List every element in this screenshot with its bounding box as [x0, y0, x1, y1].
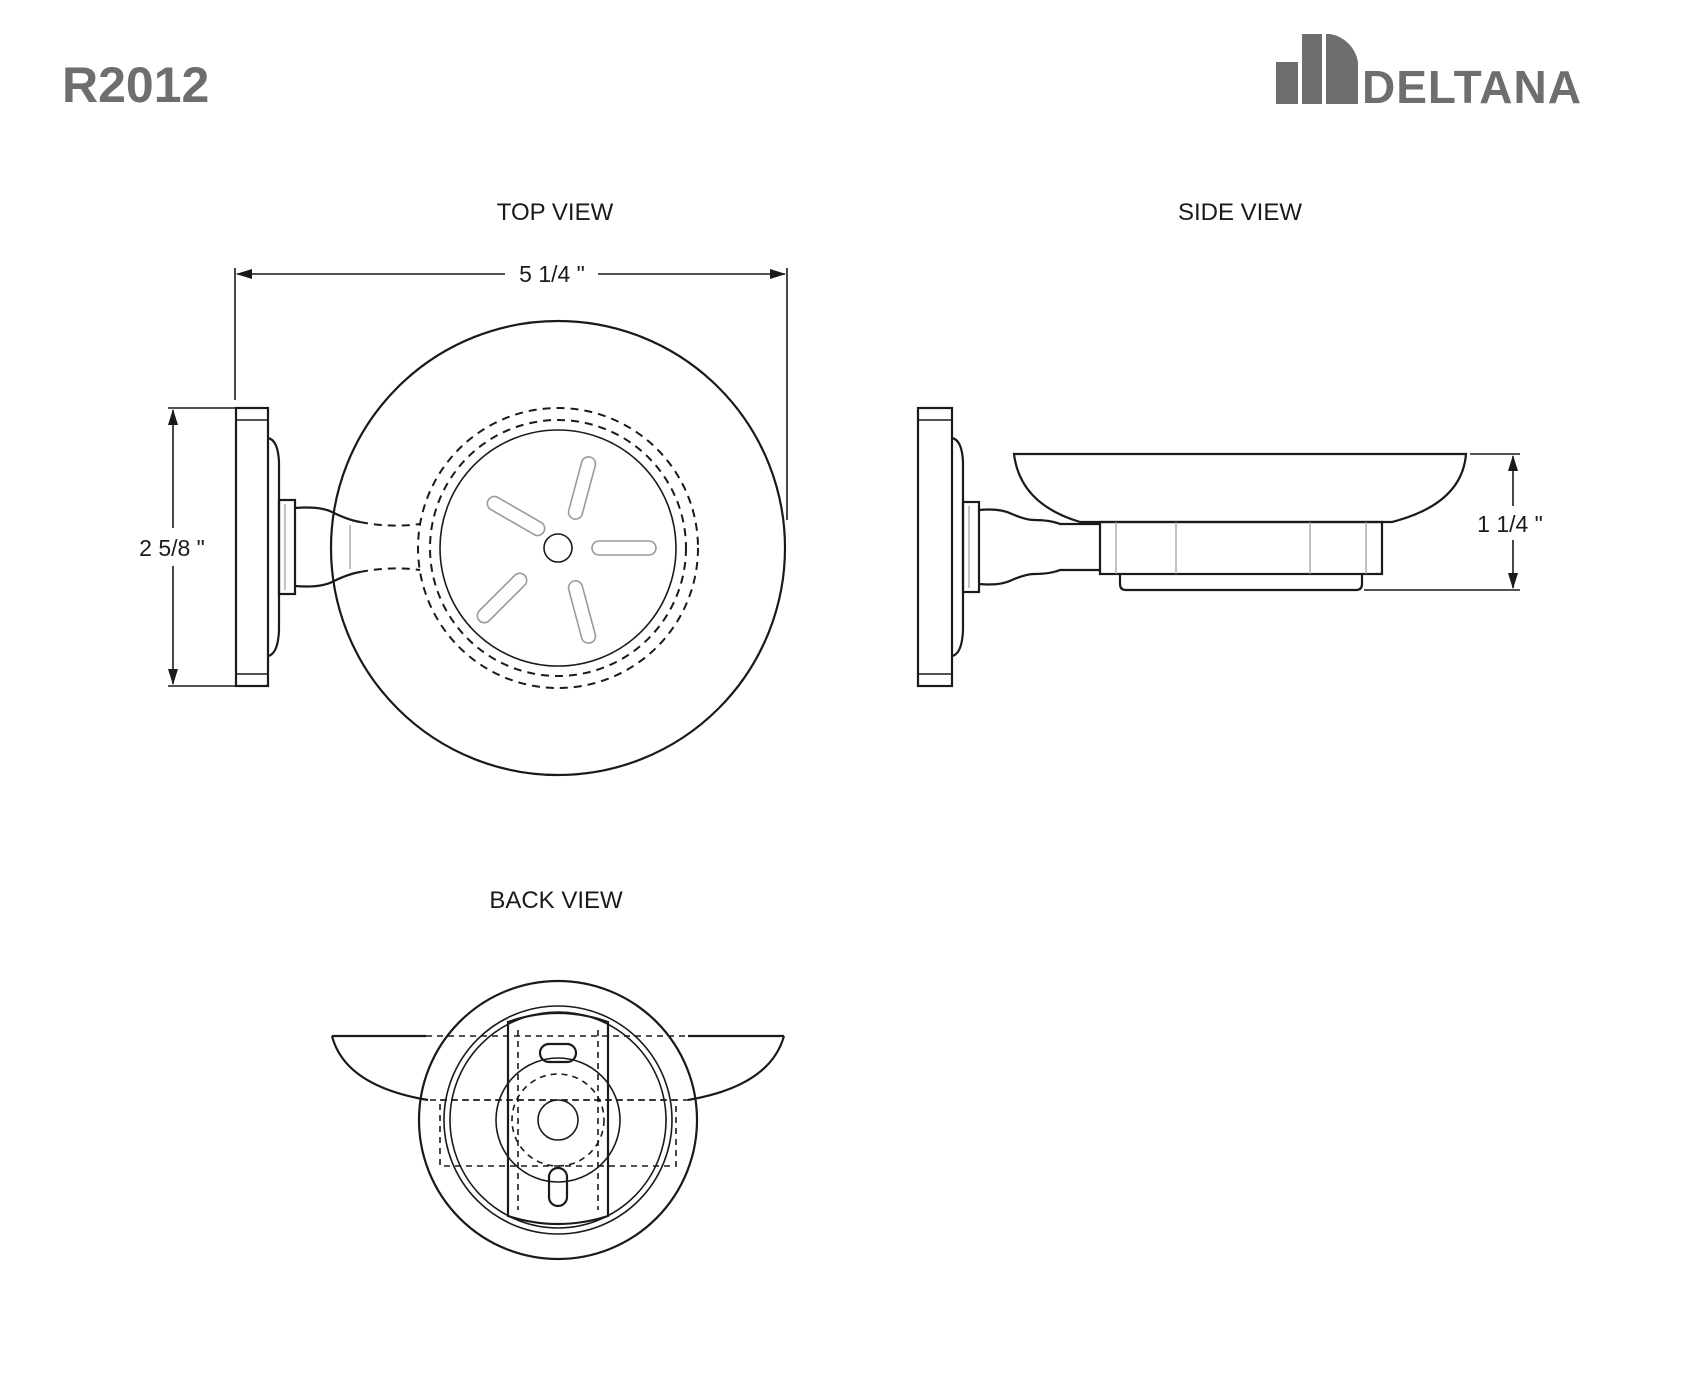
top-view-width-label: 5 1/4 " [519, 261, 585, 287]
top-view-width-dimension: 5 1/4 " [234, 261, 788, 520]
back-view-dish [330, 1034, 786, 1102]
side-view-arm [978, 508, 1100, 586]
side-view-wall-plate [916, 406, 981, 688]
model-number: R2012 [62, 57, 209, 113]
back-view-rosette [417, 979, 699, 1261]
side-view-holder [1098, 520, 1384, 592]
back-view-holder-hidden [430, 1099, 688, 1167]
side-view: SIDE VIEW [916, 199, 1543, 688]
top-view-wall-plate [234, 406, 297, 688]
top-view: TOP VIEW 5 1/4 " 2 5/8 " [139, 199, 788, 777]
top-view-height-label: 2 5/8 " [139, 535, 205, 561]
back-view-title: BACK VIEW [489, 887, 623, 914]
top-view-arm [294, 506, 421, 588]
brand-wordmark: DELTANA [1362, 61, 1582, 113]
side-view-dish [1012, 452, 1468, 524]
deltana-building-icon [1276, 34, 1358, 104]
side-view-title: SIDE VIEW [1178, 199, 1302, 226]
side-view-height-label: 1 1/4 " [1477, 511, 1543, 537]
top-view-height-dimension: 2 5/8 " [139, 407, 236, 687]
top-view-title: TOP VIEW [497, 199, 614, 226]
back-view-mounting-bracket [506, 1011, 610, 1226]
top-view-drain-slots [476, 456, 657, 644]
back-view: BACK VIEW [330, 887, 786, 1261]
brand-logo: DELTANA [1276, 34, 1582, 113]
top-view-dish [329, 319, 787, 777]
side-view-height-dimension: 1 1/4 " [1364, 453, 1543, 591]
